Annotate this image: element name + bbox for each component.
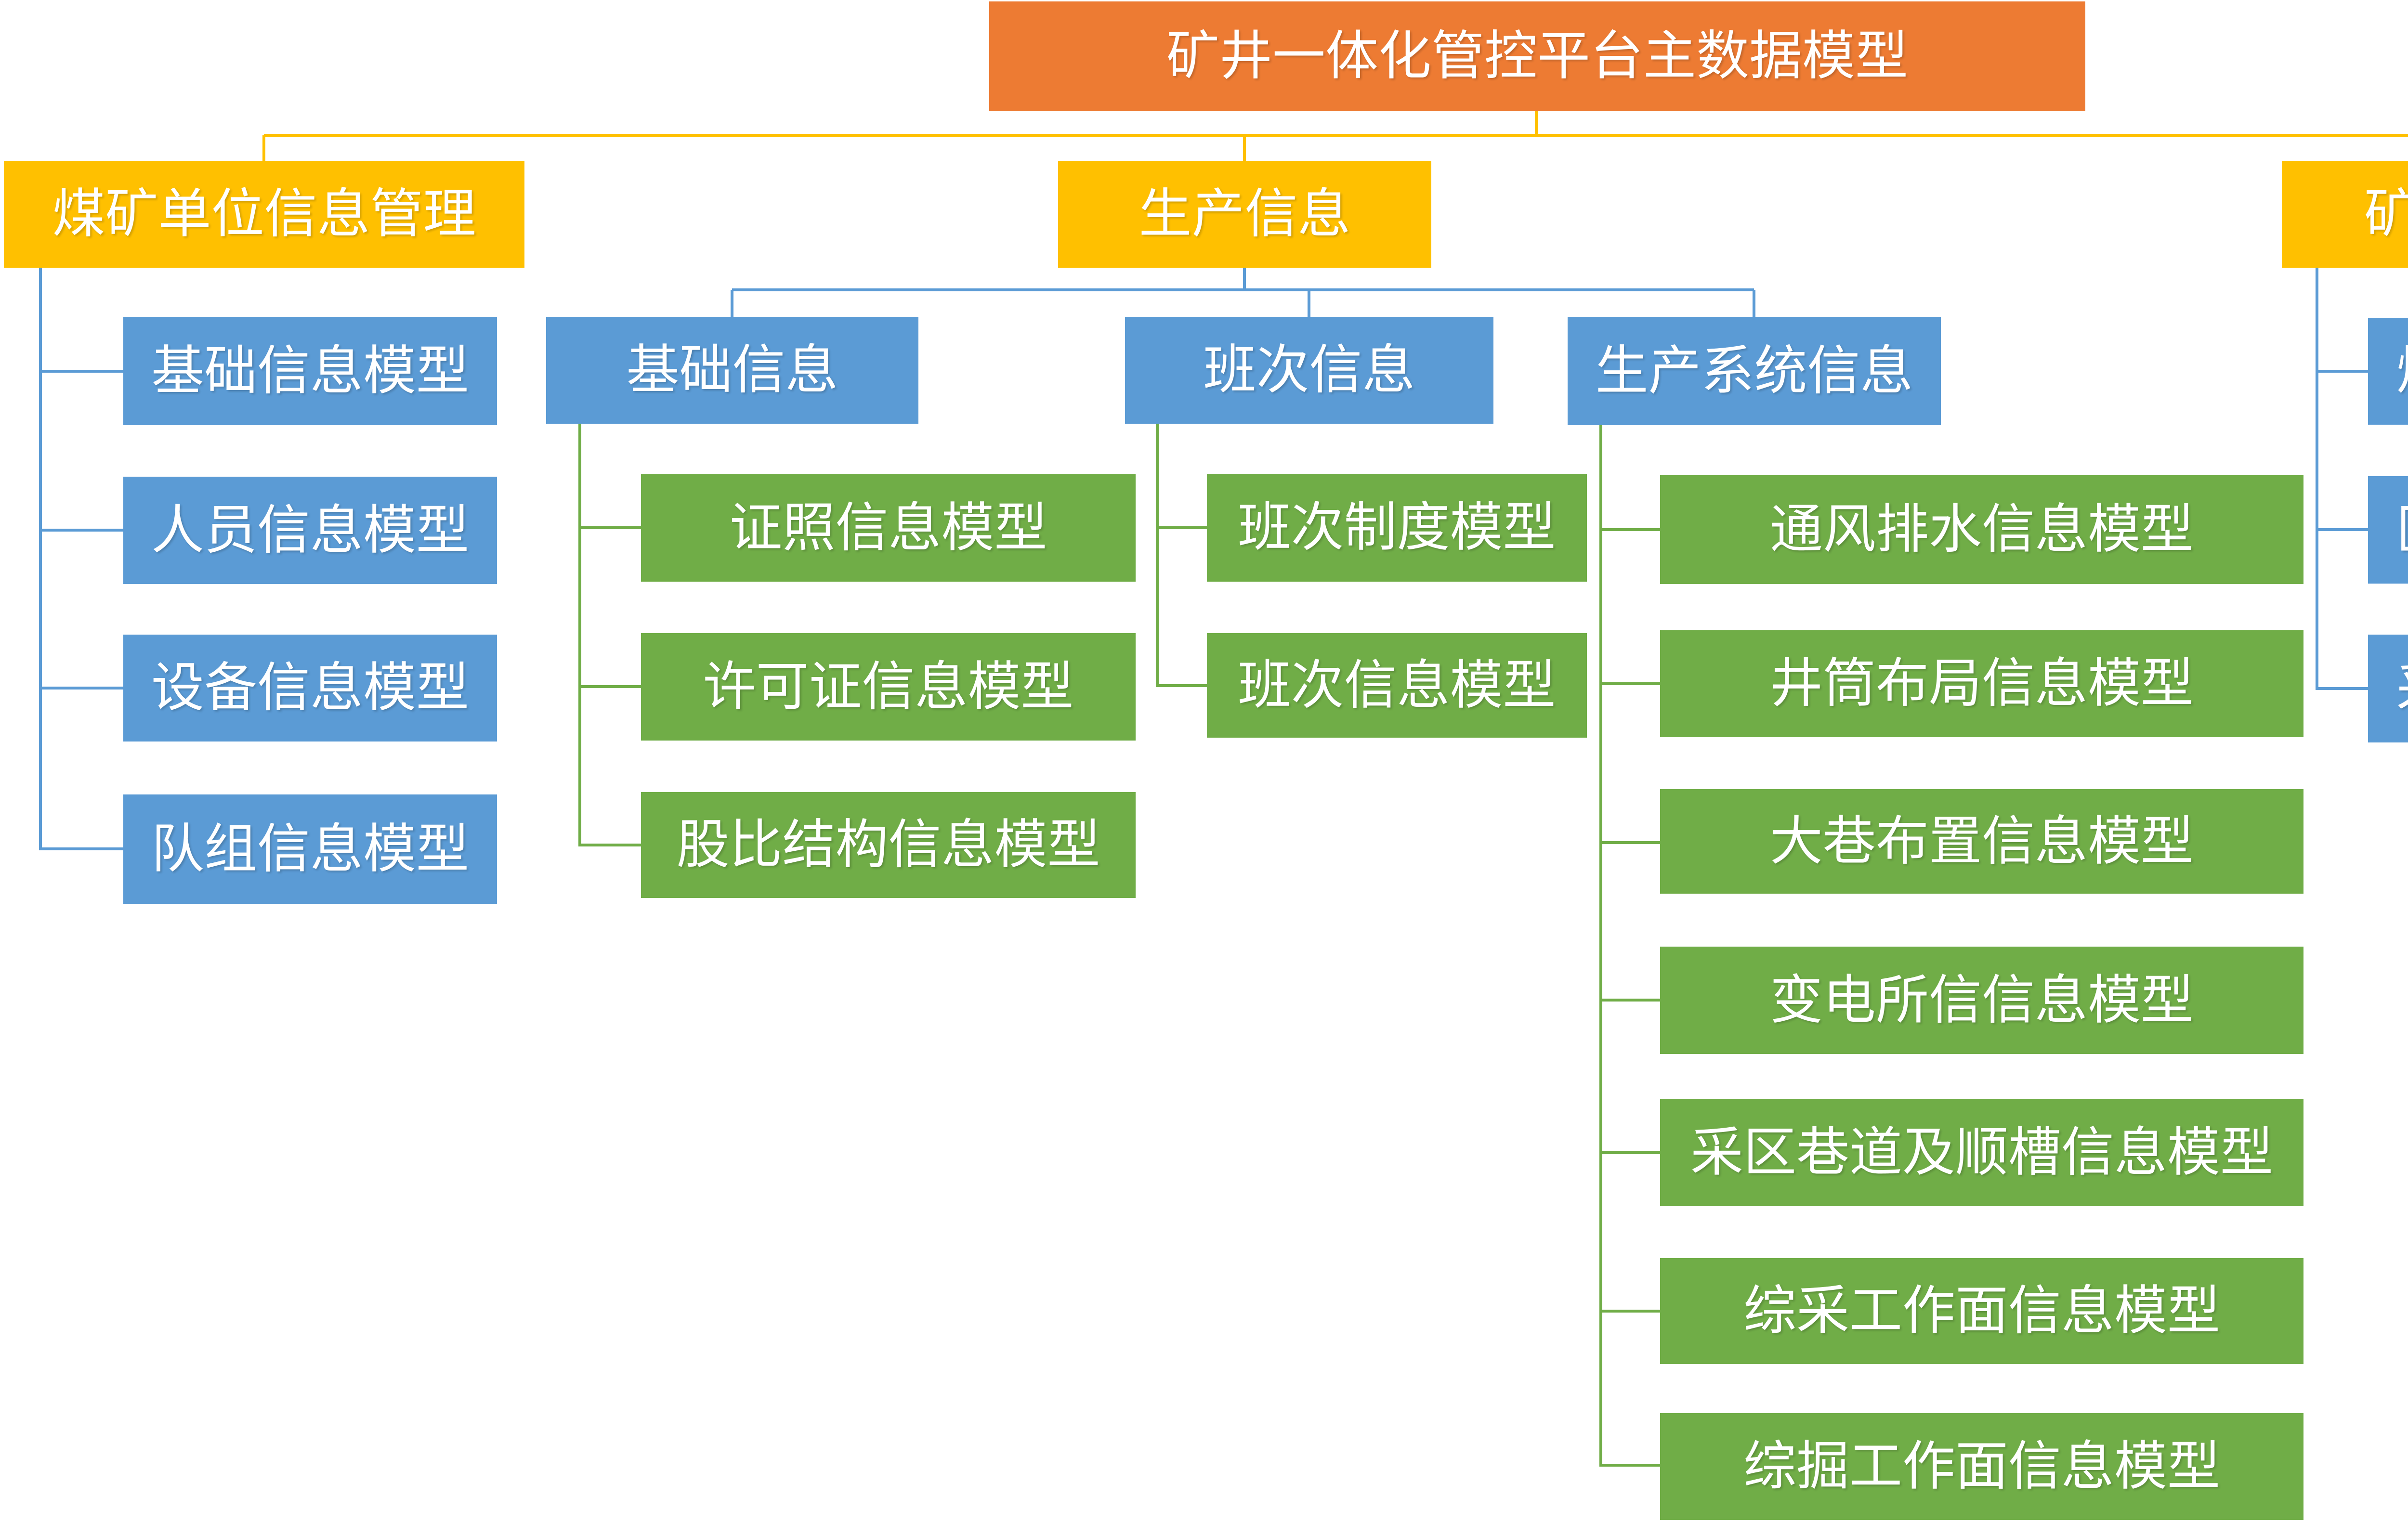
connector-line <box>1157 526 1207 529</box>
substation-info-model-label: 变电所信信息模型 <box>1770 971 2194 1030</box>
coal-mine-unit-info-mgmt-label: 煤矿单位信息管理 <box>52 185 476 244</box>
connector-line <box>2317 687 2368 690</box>
connector-line <box>262 135 265 161</box>
connector-line <box>1601 528 1660 531</box>
shift-info-box: 班次信息 <box>1125 317 1493 424</box>
connector-line <box>578 424 581 846</box>
basic-info-model-box: 基础信息模型 <box>123 317 497 425</box>
connector-line <box>1157 684 1207 687</box>
personnel-info-model-box: 人员信息模型 <box>123 477 497 584</box>
main-roadway-layout-info-model-box: 大巷布置信息模型 <box>1660 789 2303 894</box>
mining-face-info-model-box: 综采工作面信息模型 <box>1660 1258 2303 1364</box>
production-system-info-label: 生产系统信息 <box>1595 341 1913 401</box>
personnel-info-model-label: 人员信息模型 <box>151 501 469 560</box>
connector-line <box>40 847 123 850</box>
excavation-face-info-model-box: 综掘工作面信息模型 <box>1660 1413 2303 1520</box>
region-info-model-label: 区域信息模型 <box>2396 504 2408 557</box>
team-info-model-label: 队组信息模型 <box>151 820 469 879</box>
ventilation-drainage-info-model-box: 通风排水信息模型 <box>1660 475 2303 584</box>
equity-structure-info-model-box: 股比结构信息模型 <box>641 792 1136 898</box>
mining-area-roadway-info-model-box: 采区巷道及顺槽信息模型 <box>1660 1099 2303 1206</box>
excavation-face-info-model-label: 综掘工作面信息模型 <box>1743 1437 2220 1496</box>
main-roadway-layout-info-model-label: 大巷布置信息模型 <box>1770 812 2194 871</box>
equipment-info-model-box: 设备信息模型 <box>123 635 497 741</box>
basic-info-label: 基础信息 <box>626 341 838 400</box>
connector-line <box>1535 111 1538 135</box>
production-system-info-box: 生产系统信息 <box>1568 317 1941 425</box>
connector-line <box>2317 528 2368 531</box>
connector-line <box>580 844 641 846</box>
connector-line <box>264 134 2408 137</box>
production-info-label: 生产信息 <box>1139 185 1351 244</box>
equipment-info-model-label: 设备信息模型 <box>151 659 469 717</box>
shaft-layout-info-model-box: 井筒布局信息模型 <box>1660 630 2303 737</box>
connector-line <box>1599 425 1602 1467</box>
connector-line <box>1243 268 1246 290</box>
team-info-model-box: 队组信息模型 <box>123 794 497 904</box>
connector-line <box>1243 135 1246 161</box>
connector-line <box>732 288 1754 291</box>
connector-line <box>731 290 733 317</box>
shift-system-model-label: 班次制度模型 <box>1238 498 1556 557</box>
region-info-model-box: 区域信息模型 <box>2368 476 2408 584</box>
connector-line <box>1156 424 1159 687</box>
coal-seam-info-model-box: 煤层信息模型 <box>2368 318 2408 425</box>
license-info-model-label: 许可证信息模型 <box>703 657 1074 716</box>
connector-line <box>1308 290 1310 317</box>
connector-line <box>2316 268 2318 690</box>
substation-info-model-box: 变电所信信息模型 <box>1660 947 2303 1054</box>
equity-structure-info-model-label: 股比结构信息模型 <box>676 816 1100 874</box>
coal-seam-info-model-label: 煤层信息模型 <box>2396 345 2408 398</box>
coal-mine-unit-info-mgmt-box: 煤矿单位信息管理 <box>4 161 524 268</box>
connector-line <box>40 529 123 532</box>
certificate-info-model-label: 证照信息模型 <box>729 498 1047 558</box>
connector-line <box>39 268 42 850</box>
mine-info-box: 矿山信息 <box>2282 161 2408 268</box>
connector-line <box>580 685 641 688</box>
mining-area-info-model-label: 采区信息模型 <box>2396 662 2408 715</box>
shift-info-label: 班次信息 <box>1203 341 1415 400</box>
shift-info-model-box: 班次信息模型 <box>1207 633 1587 738</box>
connector-line <box>1601 841 1660 844</box>
connector-line <box>40 687 123 689</box>
connector-line <box>1601 682 1660 685</box>
connector-line <box>1601 1464 1660 1467</box>
connector-line <box>1601 1310 1660 1313</box>
mining-area-info-model-box: 采区信息模型 <box>2368 635 2408 742</box>
connector-line <box>1601 999 1660 1002</box>
mine-info-label: 矿山信息 <box>2364 185 2408 244</box>
connector-line <box>2317 370 2368 373</box>
shift-info-model-label: 班次信息模型 <box>1238 656 1556 715</box>
shift-system-model-box: 班次制度模型 <box>1207 474 1587 582</box>
root-label: 矿井一体化管控平台主数据模型 <box>1166 26 1908 86</box>
connector-line <box>580 526 641 529</box>
certificate-info-model-box: 证照信息模型 <box>641 474 1136 582</box>
mining-face-info-model-label: 综采工作面信息模型 <box>1743 1282 2220 1340</box>
basic-info-box: 基础信息 <box>546 317 918 424</box>
root-box: 矿井一体化管控平台主数据模型 <box>989 1 2085 111</box>
basic-info-model-label: 基础信息模型 <box>151 341 469 401</box>
connector-line <box>40 370 123 373</box>
connector-line <box>1753 290 1755 317</box>
production-info-box: 生产信息 <box>1058 161 1431 268</box>
ventilation-drainage-info-model-label: 通风排水信息模型 <box>1770 500 2194 559</box>
mining-area-roadway-info-model-label: 采区巷道及顺槽信息模型 <box>1690 1123 2273 1182</box>
license-info-model-box: 许可证信息模型 <box>641 633 1136 741</box>
connector-line <box>1601 1151 1660 1154</box>
shaft-layout-info-model-label: 井筒布局信息模型 <box>1770 654 2194 713</box>
